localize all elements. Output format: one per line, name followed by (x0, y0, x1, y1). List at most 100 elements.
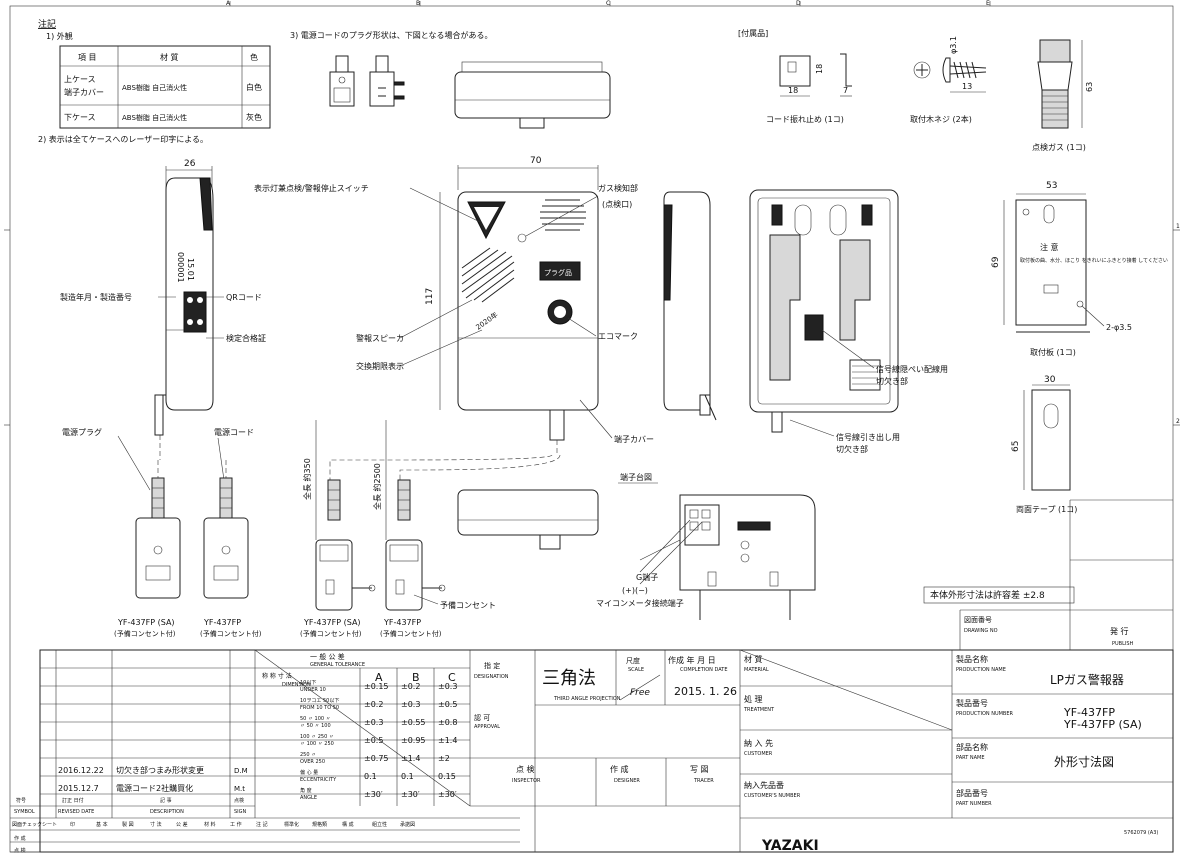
grid-row-1: 1 (1176, 223, 1180, 230)
tol-row-label: 角 度 (300, 787, 312, 794)
label-cert: 検定合格証 (226, 333, 266, 343)
label-plate: 取付板 (1コ) (1030, 347, 1076, 357)
dim-65: 65 (1011, 441, 1021, 452)
check-row-cell: 寸 法 (150, 821, 162, 828)
rev2-sign: M.t (234, 785, 245, 793)
rev-head-symbol: 符号 (16, 797, 26, 804)
check-row-cell: 公 差 (176, 821, 188, 828)
label-spare-outlet: 予備コンセント (440, 600, 496, 610)
grid-row-2: 2 (1176, 418, 1180, 425)
part-no-label: 部品番号 (956, 788, 988, 798)
tol-title: 一 般 公 差 (310, 652, 345, 661)
model-left-b-sub: (予備コンセント付) (200, 629, 262, 638)
tol-cell-b: ±0.2 (401, 682, 420, 691)
tol-col-b: B (412, 671, 420, 684)
alt-plug-a (329, 55, 355, 107)
label-power-cord: 電源コード (214, 428, 254, 437)
tol-dim: 称 称 寸 法 (262, 672, 292, 680)
cord-dims: 全長 約350 全長 約2500 (302, 420, 561, 540)
scale-label: 尺度 (626, 656, 640, 665)
check-row-cell: 規格類 (312, 821, 327, 828)
product-name-en: PRODUCTION NAME (956, 667, 1006, 673)
rev-head-sign: 点検 (234, 797, 244, 804)
dim-53: 53 (1046, 181, 1057, 191)
case-serial: 000001 (176, 252, 185, 283)
approval-label: 認 可 (474, 713, 490, 722)
label-mfg-serial: 製造年月・製造番号 (60, 292, 132, 302)
part-name-value: 外形寸法図 (1054, 755, 1114, 769)
title-block: 図面番号 DRAWING NO 発 行 PUBLISH 2016.12.22 切… (10, 499, 1174, 854)
tol-cell-a: ±0.75 (364, 754, 389, 763)
tol-row-label-en: UNDER 10 (300, 687, 326, 693)
label-tape: 両面テープ (1コ) (1016, 505, 1077, 514)
check-row-cell: 基 本 (96, 821, 108, 828)
publish-label: 発 行 (1110, 626, 1129, 636)
label-signal-out-2: 切欠き部 (836, 444, 868, 454)
label-polarity: (+)(−) (622, 586, 648, 595)
case-date: 15.01 (186, 258, 195, 281)
label-signal-out: 信号線引き出し用 (836, 432, 900, 442)
check-row: 図面チェックシート印基 本製 図寸 法公 差材 料工 作注 記標準化規格類構 成… (12, 821, 415, 828)
tol-cell-c: ±2 (438, 754, 450, 763)
dim-30: 30 (1044, 375, 1056, 385)
tol-cell-c: ±0.5 (438, 700, 457, 709)
rev1-sign: D.M (234, 767, 248, 775)
part-name-en: PART NAME (956, 755, 985, 761)
caution-title: 注 意 (1040, 242, 1059, 252)
len-350: 全長 約350 (302, 458, 312, 500)
table-head-color: 色 (250, 52, 258, 62)
label-gas-detect-sub: (点検口) (602, 199, 632, 209)
side-view-left: 26 15.01 000001 (154, 159, 214, 460)
rev-head-date-en: REVISED DATE (58, 809, 94, 815)
label-speaker: 警報スピーカ (356, 333, 404, 343)
dim-18a: 18 (788, 86, 798, 95)
projection-en: THIRD ANGLE PROJECTION (553, 696, 621, 702)
cord-stopper-drawing: 18 18 7 (779, 53, 852, 97)
front-view: 70 117 プラグ品 2020年 (425, 156, 599, 455)
label-terminal-cover: 端子カバー (614, 434, 654, 444)
scale-en: SCALE (628, 667, 644, 673)
grid-col-c: C (606, 0, 610, 7)
tol-dim-en: DIMENSION (282, 682, 311, 688)
tracer-label: 写 図 (690, 765, 709, 774)
completion-en: COMPLETION DATE (680, 667, 728, 673)
tol-row-label-en: 〃 50 〃 100 (300, 723, 331, 729)
tol-cell-b: ±30′ (401, 790, 420, 799)
screw-drawing: 13 φ3.1 (913, 36, 987, 93)
rev1-desc: 切欠き部つまみ形状変更 (116, 765, 204, 775)
tol-cell-b: ±0.95 (401, 736, 426, 745)
material-en: MATERIAL (744, 667, 769, 673)
label-power-plug: 電源プラグ (62, 427, 102, 437)
bottom-view (457, 489, 599, 550)
side-view-right (663, 191, 717, 421)
check-row-cell: 材 料 (204, 821, 216, 828)
plug-label: プラグ品 (544, 268, 572, 277)
tol-cell-a: ±0.15 (364, 682, 389, 691)
tol-cell-b: ±0.55 (401, 718, 426, 727)
plug-left-b (203, 460, 249, 599)
inspector-label: 点 検 (516, 764, 535, 774)
label-signal-cutout-2: 切欠き部 (876, 376, 908, 386)
notes-header: 注記 (38, 18, 56, 30)
grid-col-b: B (416, 0, 420, 7)
customer-no-label: 納入先品番 (744, 780, 784, 790)
customer-en: CUSTOMER (744, 751, 773, 757)
dim-63: 63 (1085, 82, 1094, 92)
dim-69: 69 (991, 256, 1001, 268)
check-row-cell: 標準化 (284, 821, 299, 828)
drawing-no-label: 図面番号 (964, 616, 992, 624)
customer-label: 納 入 先 (744, 738, 773, 748)
table-cell-material: ABS樹脂 自己消火性 (122, 113, 187, 122)
caution-text: 取付板の曲、水分、ほこり をきれいにふきとり接着 してください (1020, 257, 1168, 264)
tracer-en: TRACER (693, 778, 714, 784)
brand-logo: YAZAKI (761, 838, 819, 854)
tol-cell-a: ±0.5 (364, 736, 383, 745)
drawing-no-en: DRAWING NO (964, 628, 998, 634)
product-name-label: 製品名称 (956, 654, 988, 664)
tol-cell-a: 0.1 (364, 772, 377, 781)
inspector-en: INSPECTOR (512, 778, 541, 784)
rev-head-desc: 記 事 (160, 797, 172, 804)
table-cell-item: 下ケース (64, 113, 96, 122)
